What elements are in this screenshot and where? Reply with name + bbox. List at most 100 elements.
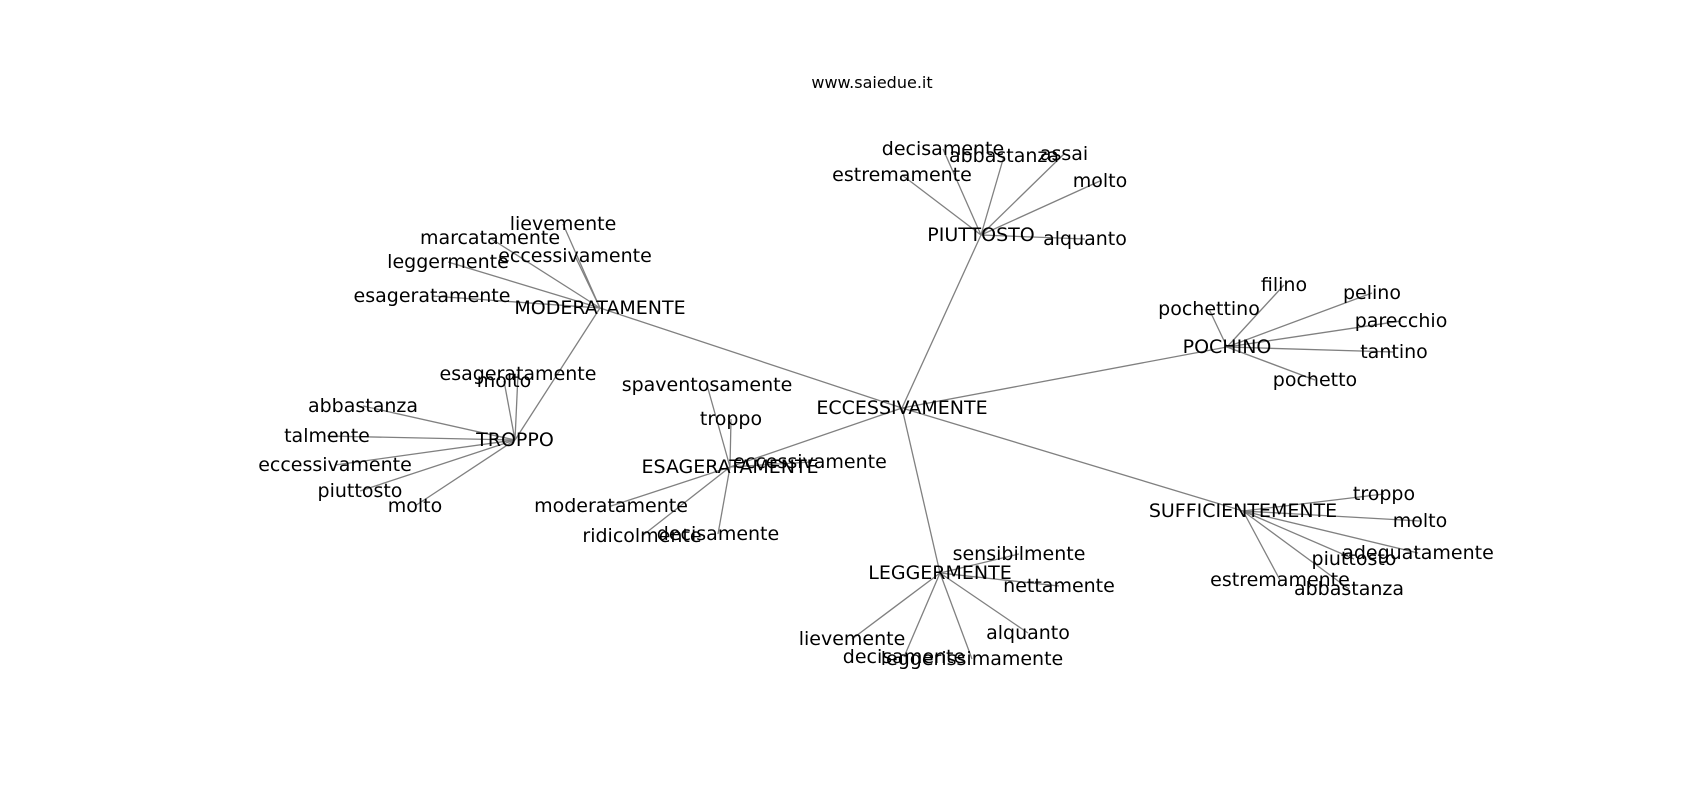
leaf-node-label: troppo [1353, 483, 1415, 505]
edge-leaf [641, 466, 731, 537]
edge-leaf [980, 153, 1065, 236]
edge-leaf [729, 461, 811, 468]
edge-leaf [851, 572, 941, 640]
leaf-node-label: abbastanza [949, 145, 1059, 167]
edge-leaf [1208, 308, 1228, 348]
leaf-node-label: lievemente [799, 628, 906, 650]
leaf-node-label: molto [1393, 510, 1448, 532]
edge-leaf [939, 553, 1020, 574]
edge-leaf [1242, 510, 1350, 590]
leaf-node-label: talmente [284, 425, 370, 447]
leaf-node-label: decisamente [882, 138, 1004, 160]
edge-leaf [706, 384, 731, 468]
leaf-node-label: spaventosamente [622, 374, 793, 396]
edge-leaf [447, 261, 601, 309]
leaf-node-label: eccessivamente [498, 245, 652, 267]
leaf-node-label: molto [1073, 170, 1128, 192]
edge-leaf [901, 174, 982, 236]
edge-leaf [980, 180, 1101, 236]
hub-node-label: ESAGERATAMENTE [641, 456, 818, 478]
edge-leaf [362, 405, 516, 441]
leaf-node-label: marcatamente [420, 227, 560, 249]
edge-leaf [326, 435, 516, 441]
leaf-node-label: pelino [1343, 282, 1401, 304]
edges-layer [326, 148, 1421, 660]
edge-leaf [942, 148, 982, 236]
leaf-node-label: abbastanza [1294, 578, 1404, 600]
edge-hub-esageratamente [729, 407, 903, 468]
leaf-node-label: piuttosto [318, 480, 403, 502]
edge-leaf [489, 237, 601, 309]
leaf-node-label: sensibilmente [953, 543, 1086, 565]
edge-leaf [980, 155, 1005, 236]
edge-leaf [1242, 510, 1419, 554]
edge-leaf [1242, 493, 1385, 512]
leaf-node-label: decisamente [843, 646, 965, 668]
edge-leaf [1226, 284, 1285, 348]
edge-leaf [939, 572, 1029, 634]
edge-leaf [980, 234, 1086, 240]
edge-leaf [414, 439, 516, 507]
leaf-node-label: esageratamente [440, 363, 597, 385]
leaf-node-label: assai [1040, 143, 1088, 165]
edge-leaf [1242, 510, 1421, 522]
leaf-node-label: alquanto [1043, 228, 1127, 250]
leaf-node-label: eccessivamente [733, 451, 887, 473]
leaf-node-label: molto [477, 370, 532, 392]
edge-leaf [1242, 510, 1281, 581]
edge-leaf [903, 572, 941, 658]
edge-leaf [1242, 510, 1355, 560]
leaf-node-label: moderatamente [534, 495, 688, 517]
edge-hub-moderatamente [599, 307, 903, 409]
hub-node-label: POCHINO [1183, 336, 1272, 358]
leaf-node-label: alquanto [986, 622, 1070, 644]
edge-leaf [431, 295, 601, 309]
labels-layer: ECCESSIVAMENTEPIUTTOSTOdecisamenteabbast… [258, 138, 1494, 670]
edge-leaf [503, 380, 516, 441]
edge-leaf [939, 572, 1060, 587]
hub-node-label: MODERATAMENTE [514, 297, 685, 319]
leaf-node-label: tantino [1360, 341, 1428, 363]
edge-hub-troppo [514, 307, 601, 441]
leaf-node-label: filino [1261, 274, 1307, 296]
edge-leaf [1226, 292, 1373, 348]
leaf-node-label: molto [388, 495, 443, 517]
leaf-node-label: leggermente [387, 251, 509, 273]
leaf-node-label: esageratamente [354, 285, 511, 307]
edge-leaf [1226, 346, 1316, 381]
edge-leaf [334, 439, 516, 466]
leaf-node-label: pochettino [1158, 298, 1260, 320]
leaf-node-label: pochetto [1273, 369, 1357, 391]
leaf-node-label: piuttosto [1312, 548, 1397, 570]
leaf-node-label: abbastanza [308, 395, 418, 417]
edge-leaf [610, 466, 731, 507]
hub-node-label: TROPPO [475, 429, 554, 451]
leaf-node-label: adeguatamente [1342, 542, 1494, 564]
leaf-node-label: ridicolmente [582, 525, 701, 547]
edge-leaf [729, 418, 732, 468]
leaf-node-label: troppo [700, 408, 762, 430]
edge-leaf [1226, 320, 1402, 348]
leaf-node-label: nettamente [1003, 575, 1115, 597]
edge-hub-piuttosto [901, 234, 982, 409]
leaf-node-label: estremamente [1210, 569, 1350, 591]
leaf-node-label: estremamente [832, 164, 972, 186]
edge-hub-sufficientemente [901, 407, 1244, 512]
hub-node-label: LEGGERMENTE [868, 562, 1011, 584]
edge-leaf [1226, 346, 1395, 353]
leaf-node-label: eccessivamente [258, 454, 412, 476]
edge-leaf [574, 255, 601, 309]
leaf-node-label: decisamente [657, 523, 779, 545]
hub-node-label: SUFFICIENTEMENTE [1149, 500, 1337, 522]
edge-leaf [717, 466, 731, 535]
edge-leaf [359, 439, 516, 492]
edge-leaf [514, 373, 519, 441]
site-watermark: www.saiedue.it [811, 73, 932, 92]
leaf-node-label: leggerissimamente [881, 648, 1063, 670]
edge-hub-pochino [901, 346, 1228, 409]
leaf-node-label: parecchio [1355, 310, 1448, 332]
edge-leaf [939, 572, 973, 660]
root-node-label: ECCESSIVAMENTE [816, 397, 987, 419]
edge-hub-leggermente [901, 407, 941, 574]
